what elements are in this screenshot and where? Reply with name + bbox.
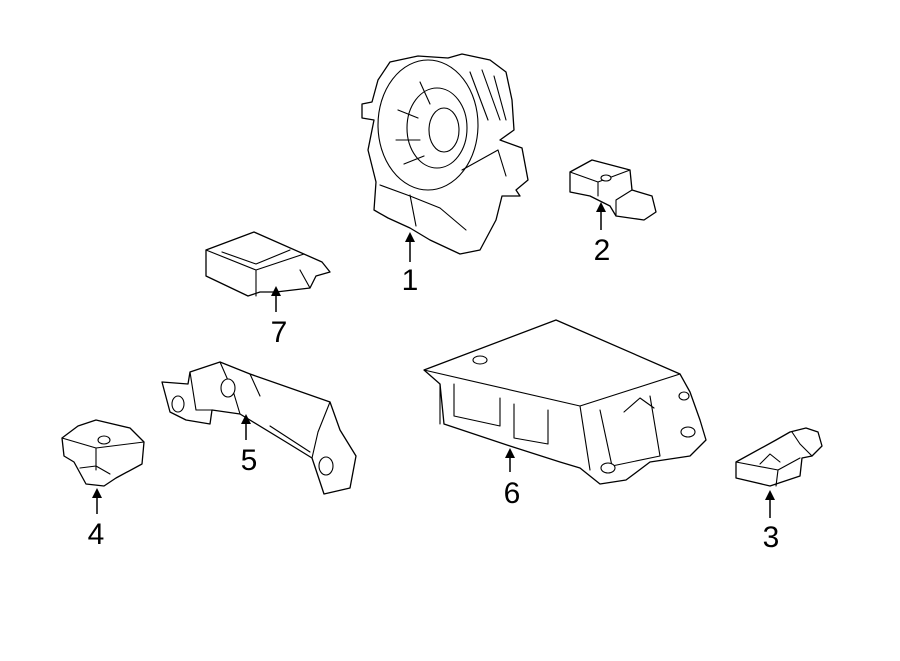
leader-3 bbox=[765, 490, 775, 518]
part-3-sensor bbox=[735, 427, 823, 487]
leader-6 bbox=[505, 448, 515, 472]
part-4-sensor bbox=[61, 419, 145, 487]
callout-6: 6 bbox=[504, 477, 521, 510]
callout-7: 7 bbox=[271, 316, 288, 349]
leader-1 bbox=[405, 232, 415, 262]
callout-4: 4 bbox=[88, 518, 105, 551]
leader-5 bbox=[241, 414, 251, 440]
part-5-bracket bbox=[161, 361, 357, 495]
callout-5: 5 bbox=[241, 444, 258, 477]
part-1-clockspring bbox=[361, 53, 529, 255]
callout-1: 1 bbox=[402, 264, 419, 297]
callout-2: 2 bbox=[594, 234, 611, 267]
part-2-sensor bbox=[569, 159, 657, 221]
part-7-module bbox=[205, 231, 331, 297]
leader-7 bbox=[271, 286, 281, 312]
part-6-control-module bbox=[423, 319, 707, 485]
leader-2 bbox=[596, 202, 606, 230]
leader-4 bbox=[92, 488, 102, 514]
callout-3: 3 bbox=[763, 521, 780, 554]
